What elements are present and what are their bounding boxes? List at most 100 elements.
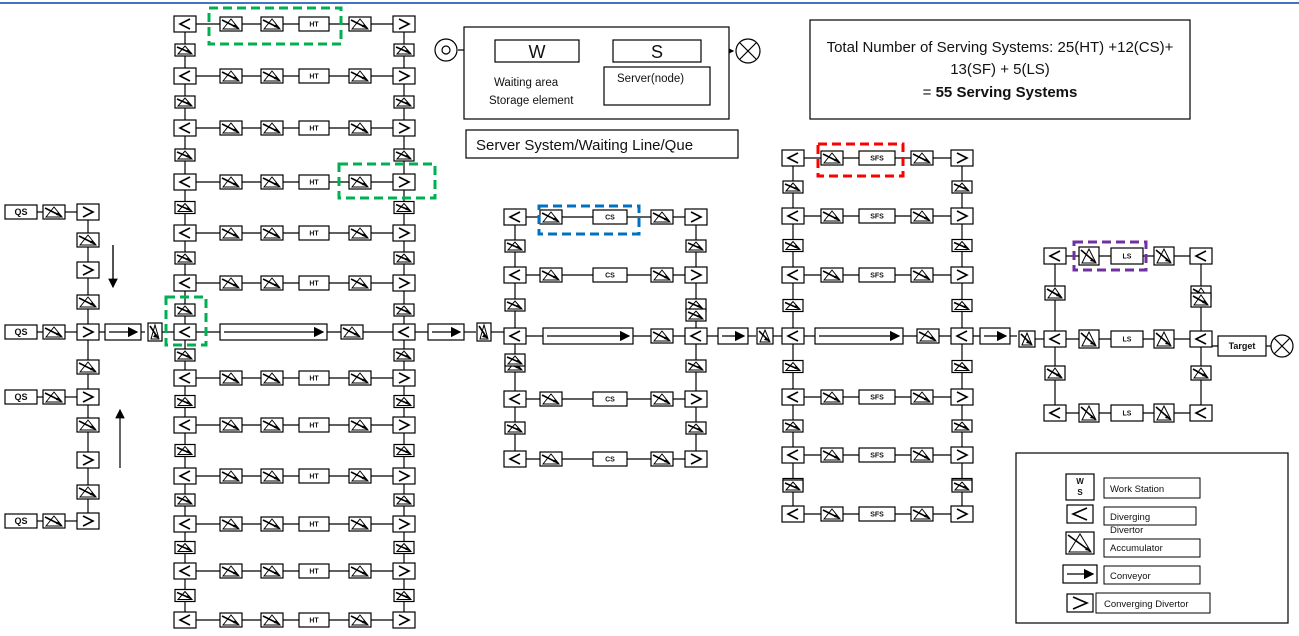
diverging-divertor-icon [173,515,197,533]
diverging-divertor-icon [173,224,197,242]
converging-divertor-icon [684,450,708,468]
diverging-divertor-icon [1043,247,1067,265]
accumulator-icon [951,298,973,313]
diverging-divertor-icon [173,369,197,387]
server-node-text: Server(node) [617,73,684,85]
ht-server-box-label: HT [309,617,319,624]
diverging-divertor-icon [1043,330,1067,348]
ht-server-box: HT [298,370,330,386]
accumulator-icon [219,68,243,84]
diverging-divertor-icon [781,266,805,284]
accumulator-icon [951,419,973,433]
server-box [612,39,702,63]
accumulator-icon [260,516,284,532]
accumulator-icon [1078,329,1100,349]
ht-server-box: HT [298,225,330,241]
accumulator-icon [1065,531,1095,555]
totals-prefix: = [923,84,936,101]
queue-source-box: QS [4,324,38,340]
accumulator-icon [539,391,563,407]
waiting-area-text: Waiting area [494,77,559,89]
diverging-divertor-icon [1189,330,1213,348]
cs-server-box: CS [592,391,628,407]
accumulator-icon [782,238,804,253]
accumulator-icon [219,516,243,532]
accumulator-icon [260,370,284,386]
ls-server-box: LS [1110,330,1144,348]
legend-converging-divertor: Converging Divertor [1104,599,1188,610]
ht-server-box-label: HT [309,422,319,429]
highlight-box [537,204,641,236]
accumulator-icon [650,391,674,407]
converging-divertor-icon [392,416,416,434]
diverging-divertor-icon [173,274,197,292]
diverging-divertor-icon [173,611,197,629]
accumulator-icon [260,563,284,579]
conveyor-icon [814,327,904,345]
accumulator-icon [219,225,243,241]
highlight-box [816,142,905,178]
converging-divertor-icon [684,208,708,226]
queue-source-box: QS [4,513,38,529]
accumulator-icon [685,421,707,435]
server-system-caption: Server System/Waiting Line/Que [476,137,693,154]
accumulator-icon [219,120,243,136]
accumulator-icon [174,493,196,507]
legend-work-station: Work Station [1110,484,1164,495]
highlight-box [164,295,208,347]
accumulator-icon [685,239,707,253]
ht-server-box: HT [298,174,330,190]
diverging-divertor-icon [1189,247,1213,265]
ls-server-box-label: LS [1123,336,1132,343]
converging-divertor-icon [76,512,100,530]
accumulator-icon [820,267,844,283]
queue-source-box: QS [4,204,38,220]
converging-divertor-icon [392,67,416,85]
converging-divertor-icon [76,261,100,279]
accumulator-icon [756,327,774,345]
diverging-divertor-icon [392,323,416,341]
cs-server-box-label: CS [605,214,615,221]
accumulator-icon [650,328,674,344]
totals-line1: Total Number of Serving Systems: 25(HT) … [827,39,1174,56]
diverging-divertor-icon [1066,504,1094,524]
diverging-divertor-icon [503,266,527,284]
ht-server-box-label: HT [309,568,319,575]
accumulator-icon [1078,403,1100,423]
accumulator-icon [782,180,804,194]
conveyor-icon [979,327,1011,345]
diverging-divertor-icon [173,467,197,485]
diverging-divertor-icon [173,15,197,33]
accumulator-icon [1044,365,1066,381]
accumulator-icon [260,120,284,136]
accumulator-icon [916,328,940,344]
accumulator-icon [76,232,100,248]
ht-server-box-label: HT [309,179,319,186]
accumulator-icon [504,239,526,253]
sfs-server-box-label: SFS [870,155,884,162]
accumulator-icon [42,513,66,529]
sfs-server-box-label: SFS [870,394,884,401]
diverging-divertor-icon [503,327,527,345]
accumulator-icon [539,209,563,225]
accumulator-icon [910,389,934,405]
highlight-box [337,162,437,200]
converging-divertor-icon [950,207,974,225]
accumulator-icon [348,275,372,291]
accumulator-icon [782,479,804,493]
accumulator-icon [951,238,973,253]
accumulator-icon [393,493,415,507]
waiting-letter: W [529,42,546,62]
sfs-server-box: SFS [858,208,896,224]
diverging-divertor-icon [781,388,805,406]
queue-source-box-label: QS [14,392,27,402]
diverging-divertor-icon [173,119,197,137]
accumulator-icon [910,267,934,283]
accumulator-icon [348,612,372,628]
accumulator-icon [174,443,196,458]
target-box: Target [1217,335,1267,357]
sfs-server-box: SFS [858,389,896,405]
server-system-caption-box [465,129,739,159]
accumulator-icon [42,324,66,340]
diverging-divertor-icon [781,207,805,225]
